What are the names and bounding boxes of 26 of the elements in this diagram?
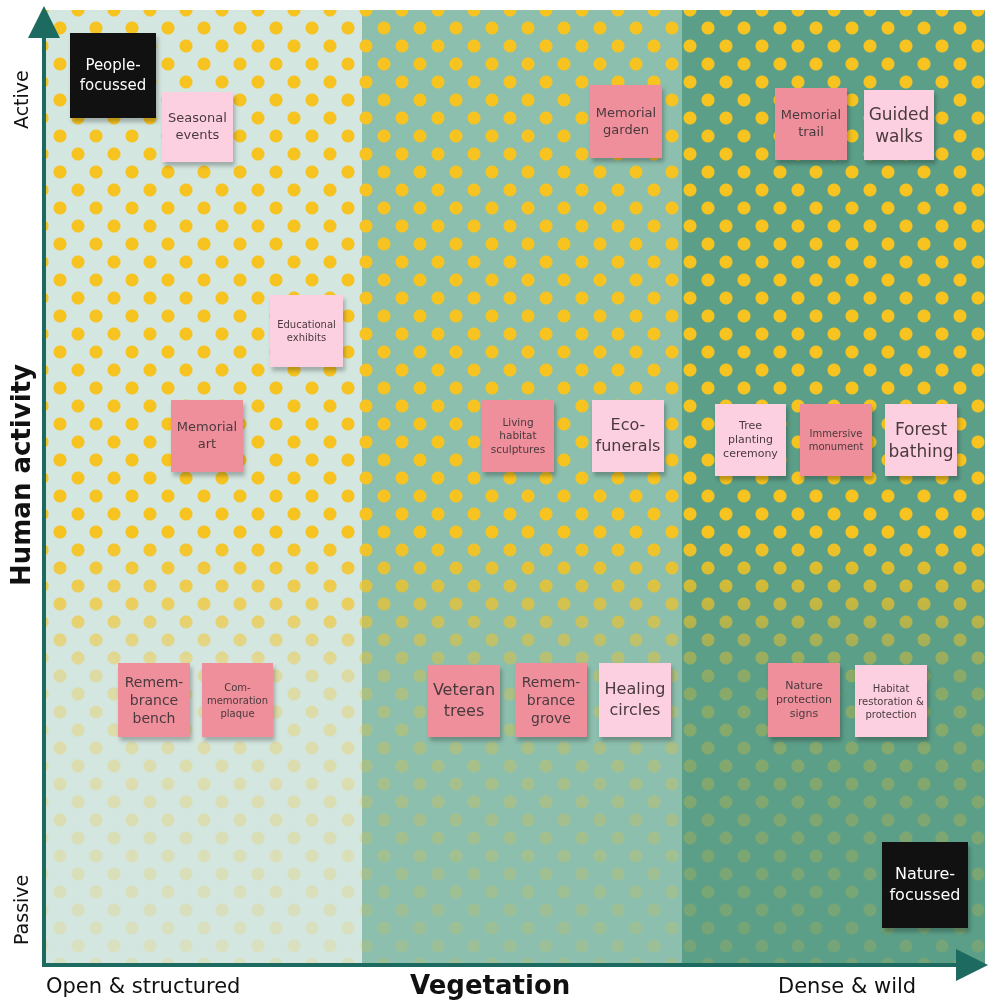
axis-end-label: Active [9,69,33,132]
sticky-note: Educational exhibits [270,295,343,367]
sticky-note: Remem-brance bench [118,663,190,737]
sticky-note: Healing circles [599,663,671,737]
sticky-note: Memorial garden [590,85,662,158]
sticky-note: Forest bathing [885,404,957,476]
sticky-note: Tree planting ceremony [715,404,786,476]
label-note: People-focussed [70,33,156,118]
sticky-note: Memorial trail [775,88,847,160]
axis-end-label: Passive [9,873,33,948]
axis-title: Human activity [5,363,37,588]
sticky-note: Eco-funerals [592,400,664,472]
axis-end-label: Dense & wild [778,974,917,998]
sticky-note: Nature protection signs [768,663,840,737]
sticky-note: Habitat restoration & protection [855,665,927,737]
sticky-note: Remem-brance grove [515,663,587,737]
sticky-note: Living habitat sculptures [482,400,554,472]
sticky-note: Guided walks [864,90,934,160]
sticky-note: Veteran trees [428,665,500,737]
sticky-note: Memorial art [171,400,243,472]
sticky-note: Com-memoration plaque [202,663,273,737]
sticky-note: Immersive monument [800,404,872,476]
axis-title: Vegetation [410,970,571,1000]
label-note: Nature-focussed [882,842,968,928]
axis-end-label: Open & structured [46,974,241,998]
sticky-note: Seasonal events [162,92,233,162]
